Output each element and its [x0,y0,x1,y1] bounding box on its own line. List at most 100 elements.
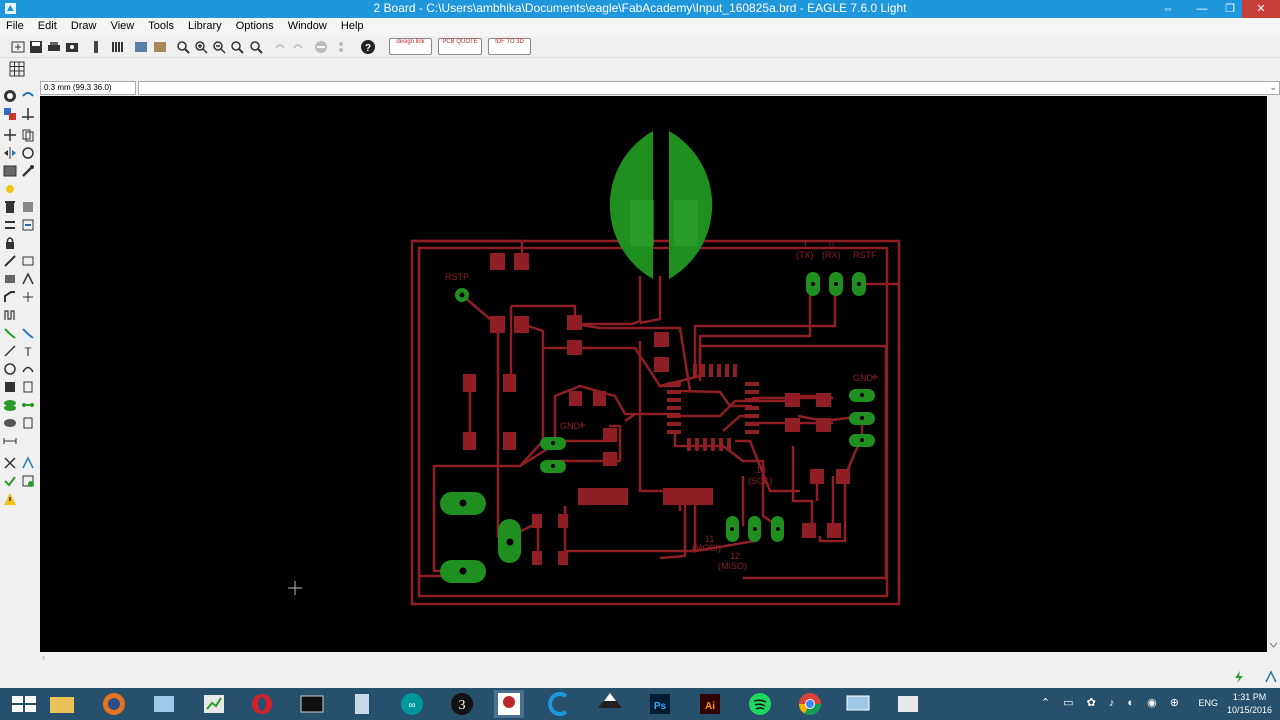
dimension-icon[interactable] [3,434,17,448]
stop-icon[interactable] [313,39,329,55]
horizontal-scrollbar[interactable]: ‹ [40,652,1280,666]
redo-icon[interactable] [290,39,306,55]
save-icon[interactable] [28,39,44,55]
language-indicator[interactable]: ENG [1198,698,1218,708]
meander-icon[interactable] [3,308,17,322]
grid-icon[interactable] [9,61,25,77]
pinswap-icon[interactable] [3,218,17,232]
menu-edit[interactable]: Edit [37,20,57,32]
hole-icon[interactable] [3,416,17,430]
resize-icon[interactable]: ⇔ [1162,3,1174,15]
ulp-icon[interactable] [110,39,126,55]
arc-icon[interactable] [21,362,35,376]
pcb-layout[interactable]: RSTP 1 (TX) 0 (RX) RSTF GND GND 13 (SCK)… [40,96,1267,652]
eagle-app-icon[interactable] [4,2,17,15]
paste-icon[interactable] [3,182,17,196]
board-icon[interactable] [133,39,149,55]
ripup-icon[interactable] [21,326,35,340]
close-button[interactable]: ✕ [1242,0,1280,18]
show-icon[interactable] [21,89,35,103]
pcb-quote-button[interactable]: PCB QUOTE [438,38,482,55]
zoom-out-icon[interactable] [211,39,227,55]
menu-draw[interactable]: Draw [70,20,97,32]
polygon-icon[interactable] [21,380,35,394]
menu-help[interactable]: Help [340,20,364,32]
system-tray[interactable]: ⌃ ▭ ✿ ♪ ◐ ◉ ⊕ [1040,697,1184,709]
rect-icon[interactable] [3,380,17,394]
miter-icon[interactable] [3,290,17,304]
rotate-icon[interactable] [21,146,35,160]
lightning-icon[interactable] [1232,670,1246,684]
add-icon[interactable] [21,200,35,214]
move-icon[interactable] [3,128,17,142]
c-app-icon[interactable] [536,688,584,720]
zoom-in-icon[interactable] [193,39,209,55]
calculator-icon[interactable] [338,688,386,720]
replace-icon[interactable] [21,218,35,232]
text-icon[interactable]: T [21,344,35,358]
autorouter-icon[interactable] [21,456,35,470]
info-icon[interactable] [3,89,17,103]
open-icon[interactable] [10,39,26,55]
app-3-icon[interactable]: 3 [438,688,486,720]
route-mode-icon[interactable] [1264,670,1278,684]
help-icon[interactable]: ? [360,39,376,55]
name-icon[interactable] [21,254,35,268]
menu-tools[interactable]: Tools [148,20,174,32]
schematic-icon[interactable] [152,39,168,55]
value-icon[interactable] [3,272,17,286]
undo-icon[interactable] [272,39,288,55]
board-canvas[interactable]: RSTP 1 (TX) 0 (RX) RSTF GND GND 13 (SCK)… [40,96,1267,652]
remote-desktop-icon[interactable] [834,688,882,720]
circle-icon[interactable] [3,362,17,376]
minimize-button[interactable]: — [1196,3,1208,15]
change-icon[interactable] [21,164,35,178]
copy-icon[interactable] [21,128,35,142]
via-icon[interactable] [3,398,17,412]
menu-library[interactable]: Library [188,20,222,32]
restore-button[interactable]: ❐ [1225,3,1235,15]
print-icon[interactable] [46,39,62,55]
menu-view[interactable]: View [110,20,135,32]
drc-icon[interactable] [21,474,35,488]
display-icon[interactable] [3,107,17,121]
vertical-scrollbar[interactable] [1267,96,1280,652]
command-input[interactable]: ⌄ [138,81,1280,95]
cam-icon[interactable] [64,39,80,55]
arduino-icon[interactable]: ∞ [388,688,436,720]
wire-icon[interactable] [3,344,17,358]
menu-options[interactable]: Options [235,20,274,32]
design-link-button[interactable]: design link [389,38,432,55]
zoom-fit-icon[interactable] [175,39,191,55]
opera-icon[interactable] [238,688,286,720]
script-icon[interactable] [88,39,104,55]
zoom-select-icon[interactable] [248,39,264,55]
ratsnest-icon[interactable] [3,456,17,470]
group-icon[interactable] [3,164,17,178]
lock-icon[interactable] [3,236,17,250]
taskbar-clock[interactable]: 1:31 PM 10/15/2016 [1227,691,1272,717]
window-app-icon[interactable] [884,688,932,720]
signal-icon[interactable] [21,398,35,412]
file-explorer-icon[interactable] [38,688,86,720]
command-prompt-icon[interactable] [288,688,336,720]
inkscape-icon[interactable] [586,688,634,720]
optimize-icon[interactable] [21,290,35,304]
notes-app-icon[interactable] [140,688,188,720]
erc-icon[interactable] [3,474,17,488]
spotify-icon[interactable] [736,688,784,720]
errors-warning-icon[interactable] [3,492,17,506]
mirror-icon[interactable] [3,146,17,160]
windows-start-icon[interactable] [0,688,48,720]
firefox-icon[interactable] [90,688,138,720]
go-icon[interactable] [333,39,349,55]
mark-icon[interactable] [21,107,35,121]
zoom-redraw-icon[interactable] [229,39,245,55]
eagle-taskbar-icon[interactable] [485,688,533,720]
attribute-icon[interactable] [21,416,35,430]
delete-icon[interactable] [3,200,17,214]
menu-window[interactable]: Window [287,20,327,32]
scroll-left-icon[interactable]: ‹ [42,652,45,662]
photoshop-icon[interactable]: Ps [636,688,684,720]
spreadsheet-app-icon[interactable] [190,688,238,720]
